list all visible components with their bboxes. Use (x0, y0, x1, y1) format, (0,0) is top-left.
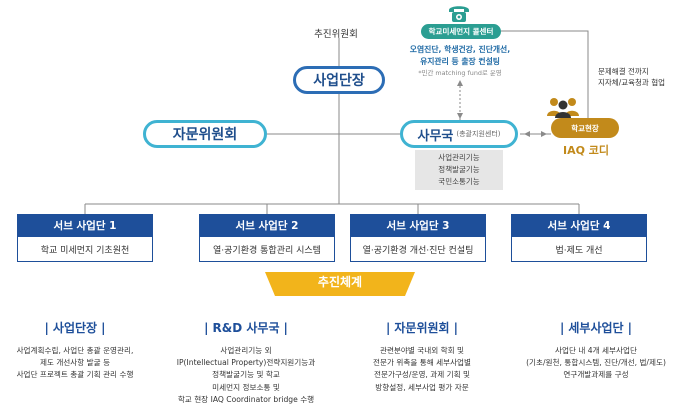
role-line: 학교 현장 IAQ Coordinator bridge 수행 (177, 394, 315, 404)
sub-group-title: 서브 사업단 3 (350, 214, 486, 236)
role-advisory: |자문위원회| 관련분야별 국내외 학회 및 전문가 위촉을 통해 세부사업별 … (342, 319, 502, 394)
secretariat-task: 사업관리기능 (438, 153, 480, 162)
project-leader-label: 사업단장 (313, 73, 365, 89)
phone-icon (449, 6, 469, 22)
sub-group-2: 서브 사업단 2 열·공기환경 통합관리 시스템 (199, 214, 335, 262)
call-center-note: *민간 matching fund로 운영 (418, 69, 502, 77)
role-line: 제도 개선사항 발굴 등 (39, 358, 111, 368)
sub-group-body: 학교 미세먼지 기초원천 (17, 236, 153, 262)
role-line: 사업단 내 4개 세부사업단 (555, 346, 637, 355)
sub-group-body: 열·공기환경 통합관리 시스템 (199, 236, 335, 262)
role-rnd-office: |R&D 사무국| 사업관리기능 외 IP(Intellectual Prope… (166, 319, 326, 406)
role-line: 전문가구성/운영, 과제 기획 및 (373, 370, 471, 380)
role-line: 관련분야별 국내외 학회 및 (379, 346, 465, 355)
people-icon (547, 98, 579, 118)
collaboration-line: 문제해결 전까지 (598, 67, 649, 76)
sub-group-3: 서브 사업단 3 열·공기환경 개선·진단 컨설팅 (350, 214, 486, 262)
secretariat-task: 국민소통기능 (438, 177, 480, 186)
sub-group-1: 서브 사업단 1 학교 미세먼지 기초원천 (17, 214, 153, 262)
sub-group-title: 서브 사업단 2 (199, 214, 335, 236)
role-line: (기초/원천, 통합시스템, 진단/개선, 법/제도) (526, 358, 666, 368)
role-title: |R&D 사무국| (204, 321, 288, 335)
role-line: 정책발굴기능 및 학교 (212, 370, 280, 380)
role-title-text: 자문위원회 (394, 321, 450, 335)
call-center-desc-line: 오염진단, 학생건강, 진단개선, (409, 45, 511, 54)
project-leader-node: 사업단장 (293, 66, 385, 94)
sub-group-body: 열·공기환경 개선·진단 컨설팅 (350, 236, 486, 262)
role-line: 미세먼지 정보소통 및 (212, 382, 280, 392)
advisory-committee-label: 자문위원회 (172, 127, 238, 143)
secretariat-subtitle: (총괄지원센터) (456, 130, 501, 138)
role-line: 사업관리기능 외 (220, 346, 272, 355)
role-sub-groups: |세부사업단| 사업단 내 4개 세부사업단 (기초/원천, 통합시스템, 진단… (516, 319, 676, 382)
role-title: |사업단장| (44, 321, 106, 335)
role-title: |자문위원회| (386, 321, 458, 335)
role-line: 방향설정, 세부사업 평가 자문 (375, 382, 469, 392)
sub-group-title: 서브 사업단 4 (511, 214, 647, 236)
role-title-text: 세부사업단 (568, 321, 624, 335)
system-banner (265, 272, 415, 296)
call-center-description: 오염진단, 학생건강, 진단개선, 유지관리 등 출장 컨설팅 (400, 44, 520, 68)
role-title: |세부사업단| (560, 321, 632, 335)
committee-label: 추진위원회 (314, 29, 358, 40)
secretariat-node: 사무국 (총괄지원센터) (400, 120, 518, 148)
sub-group-body: 법·제도 개선 (511, 236, 647, 262)
role-title-text: R&D 사무국 (212, 321, 280, 335)
role-line: IP(Intellectual Property)전략지원기능과 (176, 358, 316, 368)
collaboration-note: 문제해결 전까지 지자체/교육청과 협업 (598, 66, 680, 88)
iaq-coordinator-label: IAQ 코디 (562, 144, 610, 157)
advisory-committee-node: 자문위원회 (143, 120, 267, 148)
collaboration-line: 지자체/교육청과 협업 (598, 78, 666, 87)
role-line: 사업단 프로젝트 총괄 기획 관리 수행 (16, 370, 134, 380)
school-site-label: 학교현장 (551, 118, 619, 138)
secretariat-label: 사무국 (417, 128, 454, 144)
secretariat-tasks: 사업관리기능 정책발굴기능 국민소통기능 (415, 150, 503, 190)
secretariat-task: 정책발굴기능 (438, 165, 480, 174)
role-leader: |사업단장| 사업계획수립, 사업단 총괄 운영관리, 제도 개선사항 발굴 등… (0, 319, 155, 382)
role-line: 전문가 위촉을 통해 세부사업별 (372, 358, 472, 368)
role-line: 사업계획수립, 사업단 총괄 운영관리, (16, 346, 134, 355)
role-title-text: 사업단장 (52, 321, 98, 335)
call-center-desc-line: 유지관리 등 출장 컨설팅 (420, 57, 500, 66)
call-center-label: 학교미세먼지 콜센터 (421, 24, 501, 39)
sub-group-title: 서브 사업단 1 (17, 214, 153, 236)
role-line: 연구개발과제를 구성 (563, 370, 629, 380)
sub-group-4: 서브 사업단 4 법·제도 개선 (511, 214, 647, 262)
system-banner-label: 추진체계 (317, 275, 363, 289)
